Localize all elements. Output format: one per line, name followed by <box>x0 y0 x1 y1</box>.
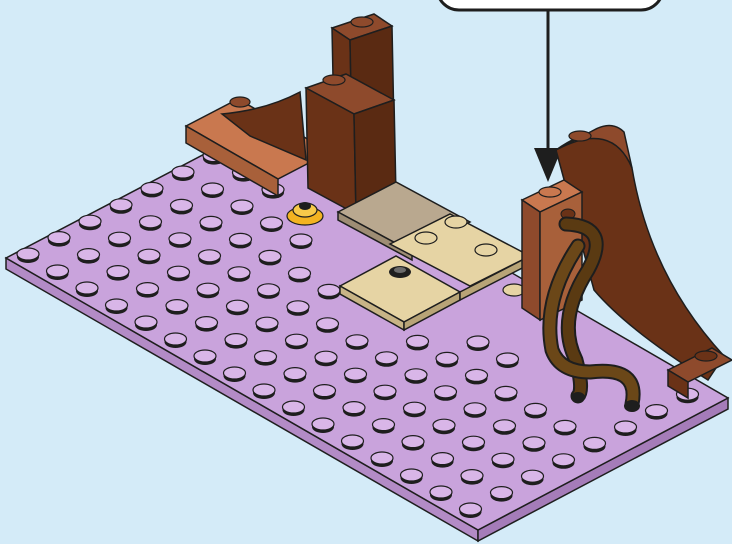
stud <box>323 75 345 85</box>
baseplate-stud <box>371 452 393 464</box>
stud <box>351 17 373 27</box>
baseplate-stud <box>228 267 250 279</box>
baseplate-stud <box>405 369 427 381</box>
baseplate-stud <box>48 232 70 244</box>
baseplate-stud <box>135 316 157 328</box>
stud <box>569 131 591 141</box>
baseplate-stud <box>283 401 305 413</box>
baseplate-stud <box>230 233 252 245</box>
baseplate-stud <box>76 282 98 294</box>
baseplate-stud <box>436 352 458 364</box>
baseplate-stud <box>110 199 132 211</box>
baseplate-stud <box>492 453 514 465</box>
baseplate-stud <box>374 385 396 397</box>
baseplate-stud <box>169 233 191 245</box>
baseplate-stud <box>284 368 306 380</box>
baseplate-stud <box>231 200 253 212</box>
baseplate-stud <box>432 453 454 465</box>
baseplate-stud <box>137 283 159 295</box>
baseplate-stud <box>525 403 547 415</box>
baseplate-stud <box>17 248 39 260</box>
stud <box>230 97 250 107</box>
baseplate-stud <box>404 402 426 414</box>
baseplate-stud <box>318 284 340 296</box>
baseplate-stud <box>464 403 486 415</box>
baseplate-stud <box>376 352 398 364</box>
stud <box>445 216 467 228</box>
baseplate-stud <box>312 418 334 430</box>
baseplate-stud <box>109 232 131 244</box>
baseplate-stud <box>402 436 424 448</box>
baseplate-stud <box>430 486 452 498</box>
baseplate-stud <box>200 216 222 228</box>
baseplate-stud <box>553 454 575 466</box>
baseplate-stud <box>259 250 281 262</box>
baseplate-stud <box>199 250 221 262</box>
baseplate-stud <box>467 336 489 348</box>
baseplate-stud <box>287 301 309 313</box>
baseplate-stud <box>315 351 337 363</box>
baseplate-stud <box>197 283 219 295</box>
baseplate-stud <box>227 300 249 312</box>
baseplate-stud <box>342 435 364 447</box>
callout-box <box>437 0 663 10</box>
stud <box>415 232 437 244</box>
baseplate-stud <box>497 353 519 365</box>
baseplate-stud <box>107 266 129 278</box>
baseplate-stud <box>166 300 188 312</box>
baseplate-stud <box>343 402 365 414</box>
baseplate-stud <box>141 182 163 194</box>
baseplate-stud <box>290 234 312 246</box>
baseplate-stud <box>554 420 576 432</box>
baseplate-stud <box>79 215 101 227</box>
stud <box>475 244 497 256</box>
baseplate-stud <box>47 265 69 277</box>
baseplate-stud <box>346 335 368 347</box>
baseplate-stud <box>171 199 193 211</box>
baseplate-stud <box>256 317 278 329</box>
baseplate-stud <box>140 216 162 228</box>
baseplate-stud <box>317 318 339 330</box>
baseplate-stud <box>407 335 429 347</box>
baseplate-stud <box>253 384 275 396</box>
baseplate-stud <box>196 317 218 329</box>
baseplate-stud <box>460 503 482 515</box>
baseplate-stud <box>202 183 224 195</box>
baseplate-stud <box>345 368 367 380</box>
baseplate-stud <box>401 469 423 481</box>
baseplate-stud <box>106 299 128 311</box>
baseplate-stud <box>466 369 488 381</box>
baseplate-stud <box>522 470 544 482</box>
baseplate-stud <box>373 419 395 431</box>
baseplate-stud <box>225 334 247 346</box>
baseplate-stud <box>494 420 516 432</box>
baseplate-stud <box>172 166 194 178</box>
baseplate-stud <box>165 333 187 345</box>
stud <box>394 267 406 273</box>
baseplate-stud <box>286 334 308 346</box>
baseplate-stud <box>646 405 668 417</box>
baseplate-stud <box>461 470 483 482</box>
baseplate-stud <box>615 421 637 433</box>
baseplate-stud <box>78 249 100 261</box>
baseplate-stud <box>463 436 485 448</box>
baseplate-stud <box>584 437 606 449</box>
baseplate-stud <box>314 385 336 397</box>
stud <box>695 351 717 361</box>
baseplate-stud <box>224 367 246 379</box>
stud <box>539 187 561 197</box>
baseplate-stud <box>261 217 283 229</box>
baseplate-stud <box>194 350 216 362</box>
baseplate-stud <box>433 419 455 431</box>
baseplate-stud <box>435 386 457 398</box>
baseplate-stud <box>523 437 545 449</box>
baseplate-stud <box>258 284 280 296</box>
baseplate-stud <box>255 351 277 363</box>
baseplate-stud <box>491 487 513 499</box>
baseplate-stud <box>168 266 190 278</box>
baseplate-stud <box>495 386 517 398</box>
baseplate-stud <box>289 267 311 279</box>
baseplate-stud <box>138 249 160 261</box>
